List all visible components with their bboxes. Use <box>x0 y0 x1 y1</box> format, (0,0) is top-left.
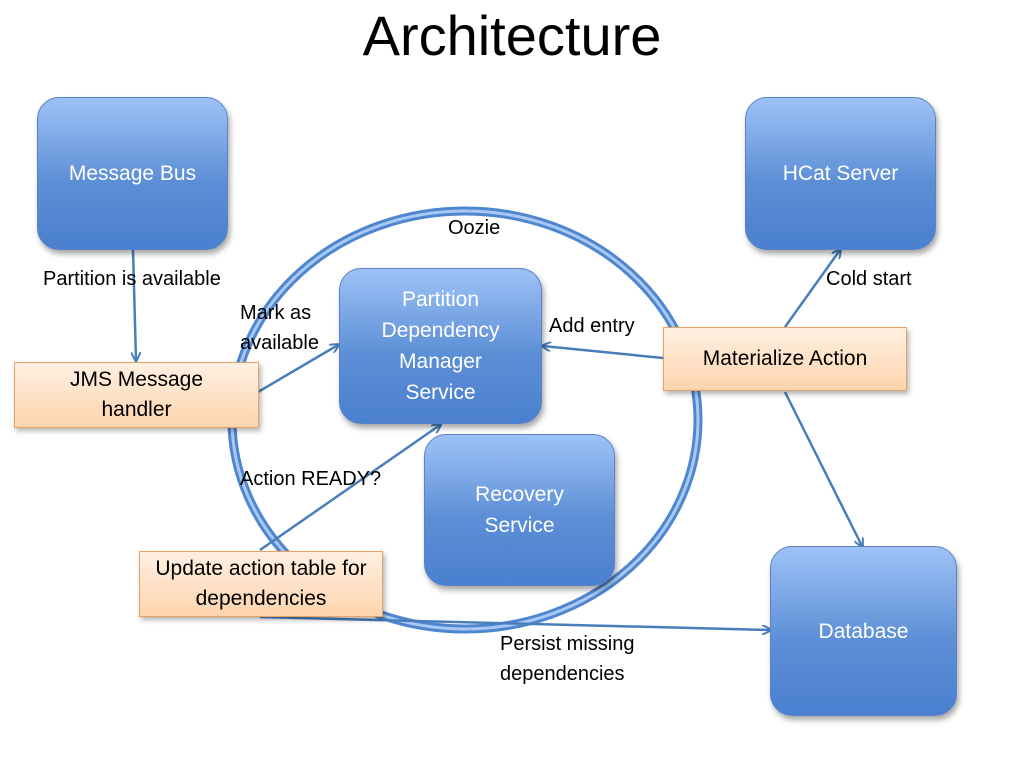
mark-available-label-line1: Mark as <box>240 302 312 324</box>
database-node: Database <box>770 546 957 716</box>
materialize-action-node: Materialize Action <box>663 327 907 391</box>
recovery-service-node: Recovery Service <box>424 434 615 586</box>
oozie-label: Oozie <box>448 217 501 239</box>
message-bus-node: Message Bus <box>37 97 228 250</box>
add-entry-label: Add entry <box>549 315 635 337</box>
cold-start-label: Cold start <box>826 268 912 290</box>
arrow-materialize-to-pdm <box>543 346 664 360</box>
arrow-materialize-to-database <box>783 391 862 546</box>
mark-available-label-line2: available <box>240 332 319 354</box>
hcat-server-node: HCat Server <box>745 97 936 250</box>
update-action-table-node: Update action table for dependencies <box>139 551 383 617</box>
jms-handler-node: JMS Message handler <box>14 362 259 428</box>
persist-missing-label-line1: Persist missing <box>500 633 635 655</box>
persist-missing-label-line2: dependencies <box>500 663 625 685</box>
page-title: Architecture <box>362 4 662 67</box>
pdm-service-node: Partition Dependency Manager Service <box>339 268 542 424</box>
action-ready-label: Action READY? <box>240 468 382 490</box>
partition-available-label: Partition is available <box>43 268 221 290</box>
